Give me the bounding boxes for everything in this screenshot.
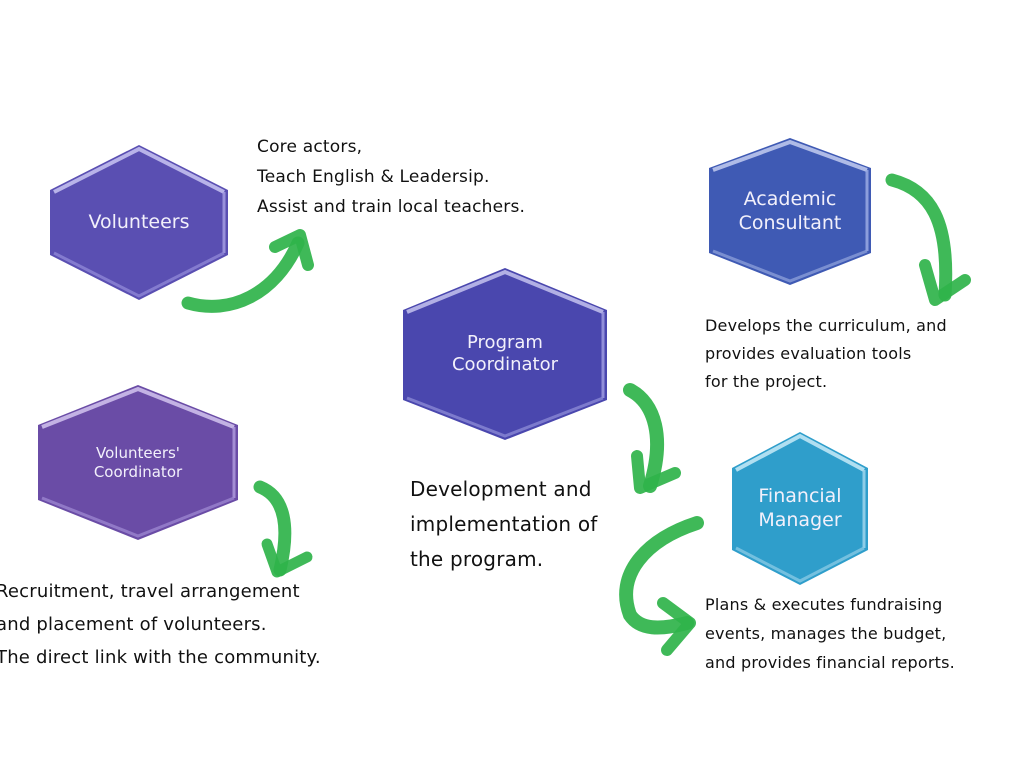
node-financial-manager: Financial Manager [732,432,868,585]
node-academic-consultant: Academic Consultant [709,138,871,285]
hexagon-shape [50,145,228,300]
arrow-volunteers-to-description [181,229,314,313]
node-label: Financial Manager [758,484,842,531]
node-label: Program Coordinator [451,331,558,376]
node-program-coordinator: Program Coordinator [403,268,607,440]
node-label: Volunteers' Coordinator [93,443,183,481]
node-volunteers: Volunteers [50,145,228,300]
description-program-coordinator: Development and implementation of the pr… [410,477,598,571]
description-academic-consultant: Develops the curriculum, and provides ev… [705,316,947,391]
arrow-financial-manager-to-description [619,516,704,656]
node-label: Academic Consultant [738,187,842,234]
arrow-academic-consultant-to-description [885,173,971,306]
arrow-volunteers-coordinator-to-description [253,480,313,578]
hexagon-shape [38,385,238,540]
description-volunteers: Core actors, Teach English & Leadersip. … [257,137,526,217]
hexagon-shape [403,268,607,440]
hexagon-shape [709,138,871,285]
description-financial-manager: Plans & executes fundraising events, man… [705,595,955,672]
node-volunteers-coordinator: Volunteers' Coordinator [38,385,238,540]
hexagon-shape [732,432,868,585]
arrow-program-coordinator-to-description [623,383,681,494]
description-volunteers-coordinator: Recruitment, travel arrangement and plac… [0,581,321,668]
node-label: Volunteers [88,210,190,233]
